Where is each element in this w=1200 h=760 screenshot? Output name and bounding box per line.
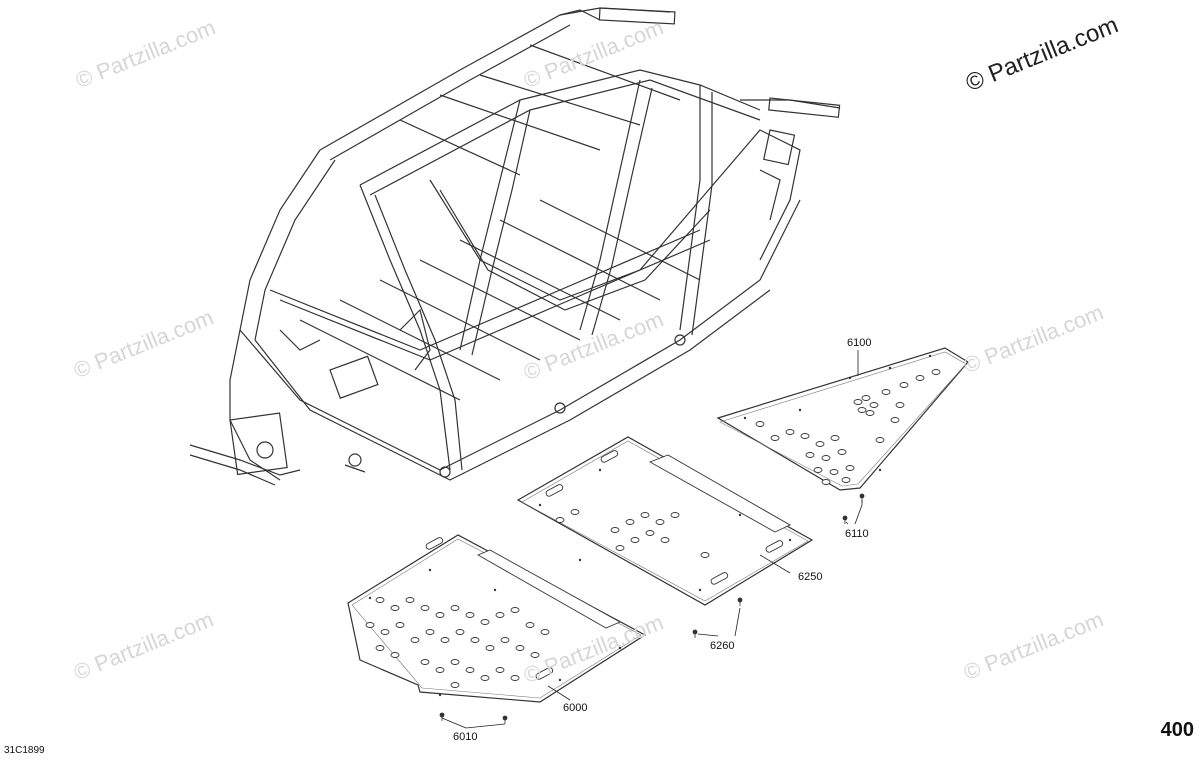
callout-6000: 6000 — [563, 702, 588, 714]
panel-6250-holes — [545, 450, 784, 585]
floor-panel-6000 — [348, 535, 645, 702]
panel-6000-rivets — [368, 568, 622, 697]
vehicle-frame — [190, 7, 841, 485]
leader-lines — [442, 350, 862, 728]
fastener-6260 — [692, 597, 743, 638]
floor-panel-6100 — [718, 348, 968, 490]
callout-6250: 6250 — [798, 571, 823, 583]
callout-6010: 6010 — [453, 731, 478, 743]
panel-6000-holes — [365, 537, 554, 688]
callout-6100: 6100 — [847, 337, 872, 349]
panel-6250-rivets — [538, 468, 792, 592]
fastener-6110 — [842, 493, 865, 524]
fasteners — [439, 493, 865, 724]
panel-6100-holes — [755, 369, 941, 485]
floor-panel-6250 — [518, 437, 812, 605]
callout-6110: 6110 — [845, 528, 869, 540]
panel-6100-rivets — [743, 354, 932, 472]
fastener-6010 — [439, 712, 508, 724]
diagram-code: 31C1899 — [4, 745, 45, 756]
page-number: 400 — [1160, 719, 1194, 741]
callout-6260: 6260 — [710, 640, 735, 652]
